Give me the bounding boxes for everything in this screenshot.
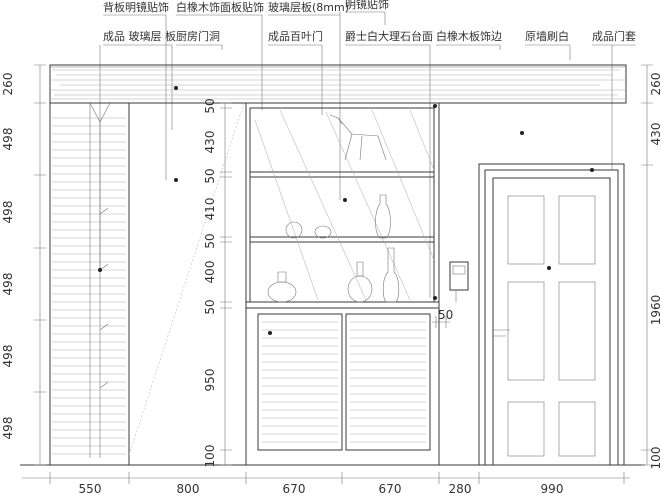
dim-bottom-opening: 800 <box>177 482 200 496</box>
dim-shelf-gap: 50 <box>438 308 453 322</box>
dim-left-4: 498 <box>1 345 15 368</box>
dim-left-2: 498 <box>1 201 15 224</box>
wall-phone <box>449 261 469 302</box>
dim-cab-shelf-1: 50 <box>203 168 217 183</box>
round-vase <box>347 261 373 303</box>
dim-bottom-mirror: 550 <box>79 482 102 496</box>
dim-cab-section-1: 430 <box>203 131 217 154</box>
perfume-bottle <box>267 271 297 303</box>
small-figurines <box>285 221 332 239</box>
dims-right: 260 430 1960 100 <box>649 73 661 470</box>
dim-cab-base: 950 <box>203 369 217 392</box>
horse-statue <box>329 114 387 161</box>
callout-dots <box>98 86 594 335</box>
dims-left: 260 498 498 498 498 498 <box>1 73 15 440</box>
dim-bottom-cab-left: 670 <box>283 482 306 496</box>
dimension-lines <box>22 64 653 484</box>
mirror-wall-panel <box>49 102 130 465</box>
callout-oak-edge: 白橡木板饰边 <box>436 29 502 43</box>
display-cabinet <box>245 102 440 466</box>
callout-marble-top: 爵士白大理石台面 <box>345 29 433 43</box>
dim-cab-top-rail: 50 <box>203 98 217 113</box>
dim-left-1: 498 <box>1 128 15 151</box>
dim-cab-section-3: 400 <box>203 261 217 284</box>
kitchen-opening <box>128 102 245 456</box>
callout-oak-veneer: 白橡木饰面板贴饰 <box>176 0 264 14</box>
dim-right-door-height: 1960 <box>649 295 661 326</box>
dim-bottom-cab-right: 670 <box>379 482 402 496</box>
louver-doors <box>257 313 431 451</box>
dim-right-base: 100 <box>649 447 661 470</box>
callout-glass-shelf: 玻璃层板(8mm) <box>268 0 349 14</box>
entry-door <box>478 163 625 465</box>
dims-bottom: 550 800 670 670 280 990 <box>79 482 564 496</box>
callout-kitchen-opening: 厨房门洞 <box>176 29 220 43</box>
dim-right-ceiling: 260 <box>649 73 661 96</box>
callout-glass-shelves: 成品 玻璃层 板 <box>103 29 176 43</box>
callout-white-wall: 原墙刷白 <box>525 29 569 43</box>
callout-louver-door: 成品百叶门 <box>268 29 323 43</box>
dim-cab-counter: 50 <box>203 299 217 314</box>
dim-bottom-wall: 280 <box>449 482 472 496</box>
dim-right-transom: 430 <box>649 123 661 146</box>
dim-cab-plinth: 100 <box>203 445 217 468</box>
leader-lines <box>99 11 636 298</box>
callout-mirror-backing: 背板明镜贴饰 <box>103 0 169 14</box>
dim-cab-shelf-2: 50 <box>203 233 217 248</box>
callout-labels-second: 成品 玻璃层 板 厨房门洞 成品百叶门 爵士白大理石台面 白橡木板饰边 原墙刷白… <box>103 29 636 43</box>
vase-tall <box>375 194 391 239</box>
dim-left-ceiling: 260 <box>1 73 15 96</box>
callout-mirror-trim: 明镜贴饰 <box>345 0 389 11</box>
dims-cabinet: 50 430 50 410 50 400 50 950 100 <box>203 98 217 467</box>
dim-left-3: 498 <box>1 273 15 296</box>
dim-cab-section-2: 410 <box>203 198 217 221</box>
ceiling-band <box>49 64 627 104</box>
dim-bottom-door: 990 <box>541 482 564 496</box>
callout-door-frame: 成品门套 <box>592 29 636 43</box>
dim-left-5: 498 <box>1 417 15 440</box>
wine-bottle <box>382 247 400 303</box>
callout-labels-top: 背板明镜贴饰 白橡木饰面板贴饰 玻璃层板(8mm) 明镜贴饰 <box>103 0 389 14</box>
